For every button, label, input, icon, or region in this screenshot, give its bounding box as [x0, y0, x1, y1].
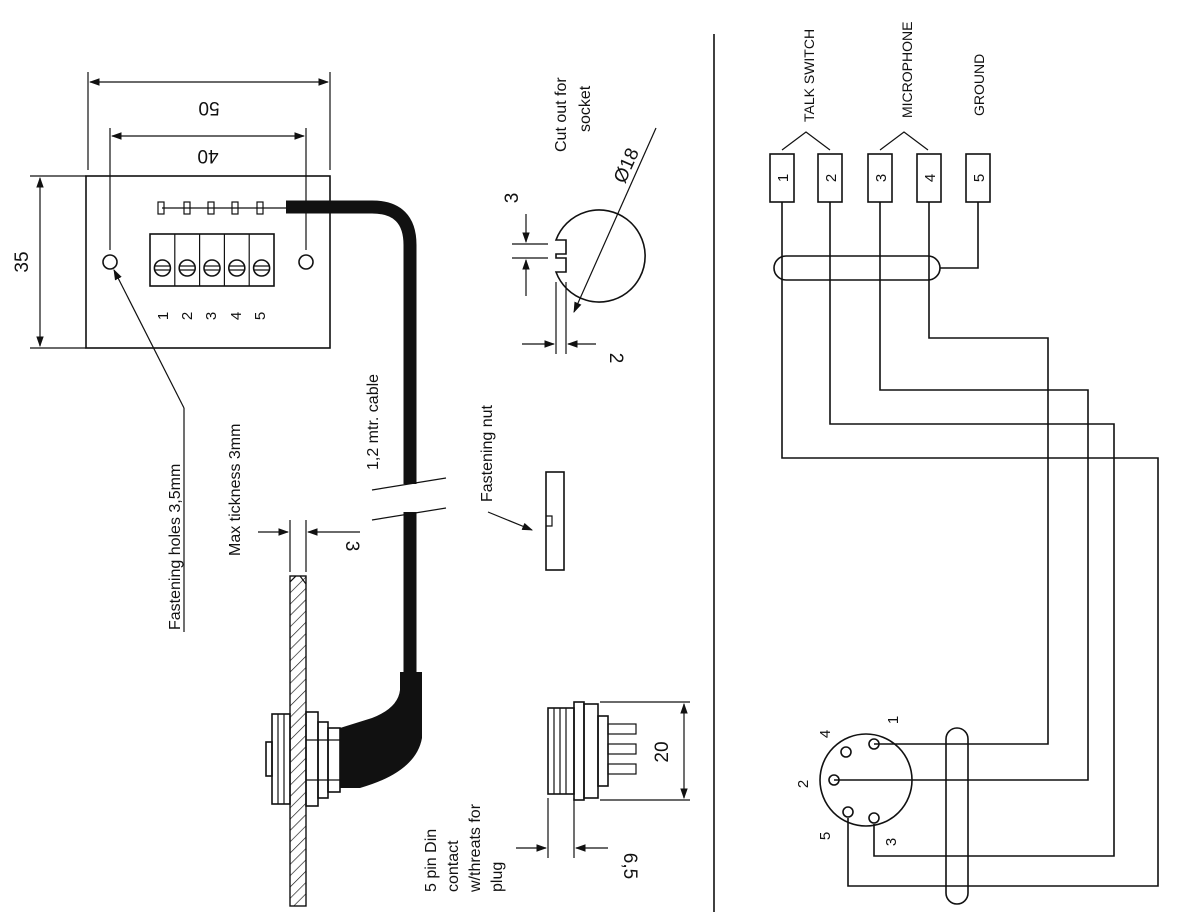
socket-cutout-outline [554, 209, 646, 303]
terminal-screw-4 [228, 259, 246, 277]
terminal-block [149, 233, 275, 287]
slot-width-label: 3 [502, 193, 523, 204]
cable-1-2m: 1,2 mtr. cable [286, 200, 447, 788]
talk-switch-bracket [781, 131, 831, 151]
cable-jacket-top [773, 255, 941, 281]
cutout-label-line1: Cut out for [553, 77, 570, 152]
wire-terminal-5 [940, 202, 979, 269]
max-thickness-label: Max tickness 3mm [227, 424, 244, 556]
fastening-holes-leader [113, 269, 185, 409]
terminal-screw-2 [178, 259, 196, 277]
dimension-40-label: 40 [197, 145, 218, 166]
fastening-hole-left [102, 254, 118, 270]
wiring-terminal-1: 1 [769, 153, 795, 203]
din-pin-4-label: 4 [817, 730, 834, 738]
cutout-label-line2: socket [577, 85, 594, 132]
dimension-35: 35 [12, 175, 86, 349]
din-label-line4: plug [489, 862, 506, 892]
solder-tabs [157, 201, 290, 215]
wire-terminal-2 [829, 202, 1115, 857]
terminal-numbers: 1 2 3 4 5 [155, 312, 269, 320]
din-connector-body [547, 701, 637, 801]
terminal-screw-1 [153, 259, 172, 277]
din-label-line2: contact [445, 840, 462, 892]
wiring-terminal-2: 2 [817, 153, 843, 203]
fastening-hole-right [298, 254, 314, 270]
terminal-screw-5 [252, 259, 271, 277]
fastening-nut-label: Fastening nut [479, 404, 496, 502]
mounting-plate [85, 175, 331, 349]
talk-switch-label: TALK SWITCH [801, 29, 817, 122]
din-pin-4 [840, 746, 852, 758]
mounting-plate-view: 50 40 35 [12, 72, 331, 632]
terminal-number-2: 2 [179, 312, 196, 320]
din-pin-1-label: 1 [885, 716, 902, 724]
din-pin-5-label: 5 [817, 832, 834, 840]
din-pin-3 [868, 812, 880, 824]
dimension-50: 50 [87, 72, 331, 170]
socket-cutout-view: Cut out for socket Ø18 3 2 [502, 77, 657, 364]
panel-section-view: 3 [258, 520, 362, 907]
fastening-nut-view: Fastening nut [479, 404, 565, 571]
din-socket-mounted [265, 711, 341, 807]
microphone-label: MICROPHONE [899, 22, 915, 118]
din-pin-1 [868, 738, 880, 750]
wiring-terminal-5-label: 5 [971, 174, 988, 182]
fastening-nut [545, 471, 565, 571]
wire-terminal-4 [874, 202, 1049, 745]
wire-terminal-3 [834, 202, 1089, 781]
dimension-35-label: 35 [12, 251, 33, 272]
din-label-line1: 5 pin Din [423, 829, 440, 892]
wiring-terminal-5: 5 [965, 153, 991, 203]
dimension-40: 40 [109, 128, 307, 250]
wiring-terminal-4: 4 [916, 153, 942, 203]
din-label-line3: w/threats for [467, 803, 484, 893]
terminal-number-4: 4 [228, 312, 245, 320]
wire-terminal-1 [781, 202, 1159, 887]
microphone-bracket [879, 131, 929, 151]
cable-jacket-bottom [945, 727, 969, 905]
din-connector-side-view: 20 6,5 5 pin Din contact w/threats for p… [423, 701, 690, 893]
terminal-screw-3 [203, 259, 221, 277]
din-pin-5 [842, 806, 854, 818]
slot-offset-label: 2 [605, 353, 626, 364]
thread-length-label: 6,5 [619, 853, 640, 879]
cable-label: 1,2 mtr. cable [365, 374, 382, 470]
din-pin-2-label: 2 [795, 780, 812, 788]
wiring-terminal-4-label: 4 [922, 174, 939, 182]
terminal-number-3: 3 [203, 312, 220, 320]
panel-cross-section [289, 575, 307, 907]
dimension-50-label: 50 [198, 97, 219, 118]
din-pin-3-label: 3 [883, 838, 900, 846]
connector-length-label: 20 [652, 741, 673, 762]
wiring-terminal-3: 3 [867, 153, 893, 203]
wiring-schematic: TALK SWITCH MICROPHONE GROUND 1 2 3 4 5 [769, 22, 1159, 905]
wiring-terminal-1-label: 1 [775, 174, 792, 182]
din-pin-2 [828, 774, 840, 786]
wiring-terminal-2-label: 2 [823, 174, 840, 182]
wires [781, 202, 1159, 887]
terminal-number-1: 1 [155, 312, 172, 320]
wiring-terminal-3-label: 3 [873, 174, 890, 182]
panel-thickness-label: 3 [341, 541, 362, 552]
ground-label: GROUND [971, 54, 987, 116]
din-connector-face: 1 2 3 4 5 [795, 716, 913, 846]
terminal-number-5: 5 [252, 312, 269, 320]
fastening-holes-label: Fastening holes 3,5mm [167, 464, 184, 630]
